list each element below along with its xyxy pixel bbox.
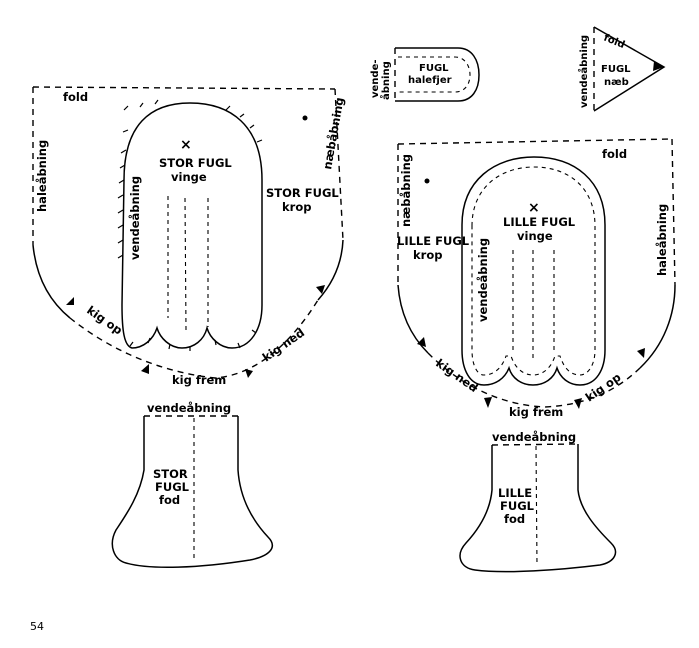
small-foot-label-1: LILLE	[498, 486, 532, 500]
small-body-look-front-label: kig frem	[509, 405, 563, 419]
tail-feather-label-1: FUGL	[419, 63, 449, 74]
small-body-left-curve	[397, 284, 429, 354]
small-wing-outline	[461, 156, 606, 386]
small-wing-label-1: LILLE FUGL	[503, 215, 576, 229]
small-body-bottom-dashed	[427, 352, 641, 408]
small-foot-label-2: FUGL	[500, 499, 535, 513]
small-wing-label-2: vinge	[517, 229, 553, 243]
small-body-notch-1	[417, 337, 426, 347]
big-body-notch-2	[141, 364, 149, 374]
tail-feather-turn-label-2: åbning	[379, 61, 392, 100]
beak-label-2: næb	[604, 77, 629, 88]
small-body-fold-label: fold	[602, 147, 627, 161]
big-foot-label-1: STOR	[153, 467, 188, 481]
beak-label-1: FUGL	[601, 64, 631, 75]
big-body-look-down-label: kig ned	[260, 325, 307, 364]
big-foot-turn-opening-label: vendeåbning	[147, 401, 231, 415]
tail-feather-stitch-line	[398, 56, 471, 93]
big-body-beak-opening-line	[334, 88, 344, 241]
small-wing-stitch-line	[471, 166, 596, 376]
small-body-notch-2	[484, 397, 492, 408]
beak-piece: vendeåbning fold FUGL næb	[577, 26, 666, 112]
big-foot-outline	[111, 416, 273, 569]
beak-turn-label: vendeåbning	[577, 35, 590, 108]
small-foot-turn-opening-line	[491, 443, 579, 446]
small-wing-mark: ×	[528, 200, 540, 216]
big-wing-label-2: vinge	[171, 170, 207, 184]
big-wing-stitch-ticks-right	[129, 105, 263, 351]
tail-feather-piece: vende- åbning FUGL halefjer	[370, 47, 480, 102]
big-body-eye-dot	[302, 115, 308, 121]
small-body-label-1: LILLE FUGL	[397, 234, 470, 248]
big-bird-foot-piece: vendeåbning STOR FUGL fod	[111, 401, 273, 569]
big-body-label-2: krop	[282, 200, 311, 214]
small-body-tail-opening-label: haleåbning	[655, 204, 669, 276]
small-body-tail-opening-line	[671, 138, 676, 286]
big-body-tail-opening-label: haleåbning	[35, 140, 49, 212]
small-body-eye-dot	[424, 178, 430, 184]
big-wing-mark: ×	[180, 137, 192, 153]
big-body-fold-line	[32, 86, 336, 90]
big-body-notch-1	[66, 297, 74, 305]
big-body-right-curve	[317, 239, 344, 301]
small-body-notch-4	[637, 348, 645, 358]
big-body-look-front-label: kig frem	[172, 373, 226, 387]
big-body-label-1: STOR FUGL	[266, 186, 339, 200]
big-body-bottom-dashed	[69, 299, 319, 379]
big-body-left-curve	[32, 244, 71, 319]
small-body-right-curve	[639, 284, 676, 369]
small-bird-wing-piece: × LILLE FUGL vinge vendeåbning	[461, 156, 606, 386]
big-body-fold-label: fold	[63, 90, 88, 104]
big-wing-stitch-ticks-left	[117, 99, 159, 259]
tail-feather-turn-label-1: vende-	[370, 59, 381, 98]
small-bird-foot-piece: vendeåbning LILLE FUGL fod	[459, 430, 617, 573]
tail-feather-label-2: halefjer	[408, 75, 452, 86]
big-foot-label-2: FUGL	[155, 480, 190, 494]
small-body-fold-line	[397, 138, 673, 145]
small-foot-turn-opening-label: vendeåbning	[492, 430, 576, 444]
big-foot-label-3: fod	[159, 493, 180, 507]
big-wing-label-1: STOR FUGL	[159, 156, 232, 170]
tail-feather-outline	[395, 47, 480, 102]
big-bird-wing-piece: × STOR FUGL vinge vendeåbning	[117, 99, 263, 351]
page-number: 54	[30, 620, 44, 633]
beak-tip-notch	[653, 61, 664, 71]
big-body-beak-opening-label: næbåbning	[320, 96, 346, 170]
big-body-notch-3	[245, 369, 253, 378]
big-wing-outline	[121, 102, 263, 349]
small-foot-outline	[459, 444, 617, 573]
big-body-notch-4	[316, 285, 325, 294]
small-body-notch-3	[574, 398, 582, 409]
small-foot-label-3: fod	[504, 512, 525, 526]
big-wing-turn-opening-label: vendeåbning	[128, 176, 142, 260]
small-bird-body-piece: fold næbåbning haleåbning LILLE FUGL kro…	[397, 138, 676, 419]
beak-fold-label: fold	[602, 33, 626, 51]
small-body-look-up-label: kig op	[583, 370, 624, 404]
small-wing-turn-opening-label: vendeåbning	[476, 238, 490, 322]
big-wing-inner-line-2	[184, 197, 187, 331]
small-foot-center-line	[535, 445, 538, 567]
big-bird-body-piece: fold haleåbning næbåbning STOR FUGL krop…	[32, 86, 347, 387]
small-body-beak-opening-label: næbåbning	[399, 154, 413, 227]
small-body-label-2: krop	[413, 248, 442, 262]
